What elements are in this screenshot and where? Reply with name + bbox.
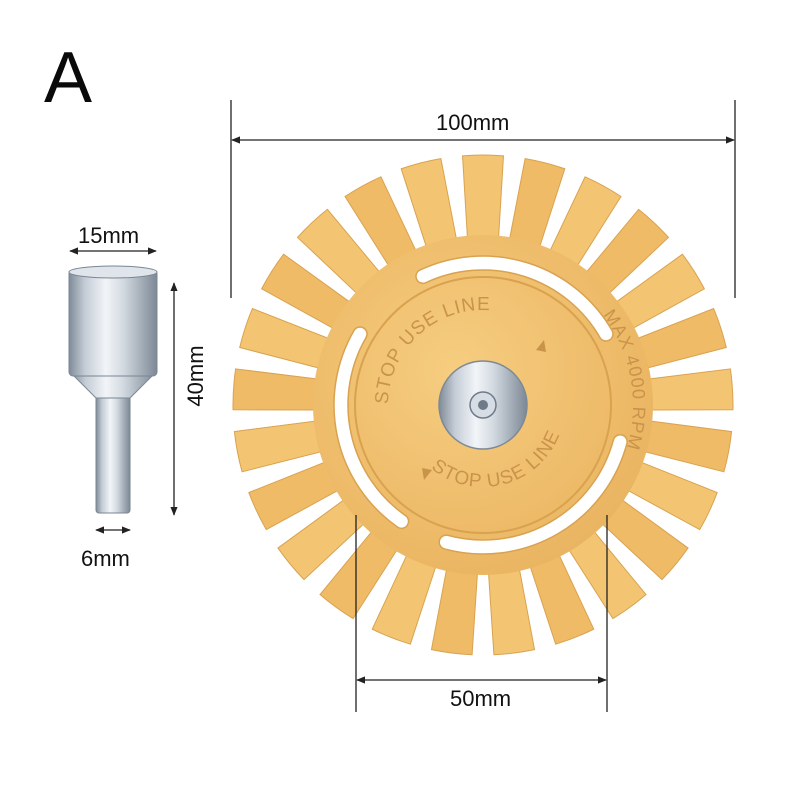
- wheel-tooth: [371, 546, 439, 645]
- wheel-tooth: [296, 208, 386, 300]
- wheel-slots: [333, 255, 628, 555]
- drill-shank: [68, 265, 158, 514]
- wheel-tooth: [344, 176, 421, 274]
- wheel-tooth: [248, 458, 346, 531]
- wheel-tooth: [580, 208, 670, 300]
- wheel-slot: [333, 326, 410, 530]
- wheel-diameter-label: 100mm: [436, 110, 510, 135]
- wheel-tooth: [461, 154, 505, 247]
- wheel-tooth: [400, 157, 459, 256]
- shank-length-label: 40mm: [183, 345, 208, 407]
- shank-head: [68, 269, 158, 377]
- wheel-tooth: [563, 524, 647, 620]
- panel-letter: A: [44, 38, 93, 118]
- wheel-tooth: [629, 307, 727, 371]
- wheel-tooth: [260, 253, 358, 334]
- wheel-tooth: [487, 560, 536, 656]
- wheel-tooth: [527, 546, 595, 645]
- wheel-hub-label: 50mm: [450, 686, 512, 711]
- wheel-tooth: [239, 307, 337, 371]
- eraser-wheel: STOP USE LINE STOP USE LINE MAX 4000 RPM: [232, 154, 734, 656]
- wheel-tooth: [545, 176, 622, 274]
- wheel-tooth: [507, 157, 566, 256]
- arbor-screw-socket: [478, 400, 488, 410]
- wheel-slot: [438, 434, 628, 555]
- wheel-tooth: [636, 419, 733, 473]
- wheel-tooth: [608, 253, 706, 334]
- direction-arrow-icon: [422, 468, 432, 480]
- dimension-lines: [69, 100, 736, 712]
- wheel-tooth: [233, 419, 330, 473]
- wheel-tooth: [277, 494, 371, 581]
- wheel-tooth: [595, 494, 689, 581]
- wheel-tooth: [319, 524, 403, 620]
- shank-tip: [95, 387, 131, 514]
- direction-arrow-icon: [536, 340, 546, 352]
- wheel-teeth: [232, 154, 734, 656]
- wheel-hub-ring: [354, 276, 612, 534]
- shank-tip-width-label: 6mm: [81, 546, 130, 571]
- wheel-tooth: [640, 368, 734, 411]
- wheel-tooth: [430, 560, 479, 656]
- wheel-slot: [415, 255, 614, 342]
- shank-head-top: [68, 265, 158, 279]
- wheel-tooth: [232, 368, 326, 411]
- wheel-tooth: [620, 458, 718, 531]
- shank-head-width-label: 15mm: [78, 223, 140, 248]
